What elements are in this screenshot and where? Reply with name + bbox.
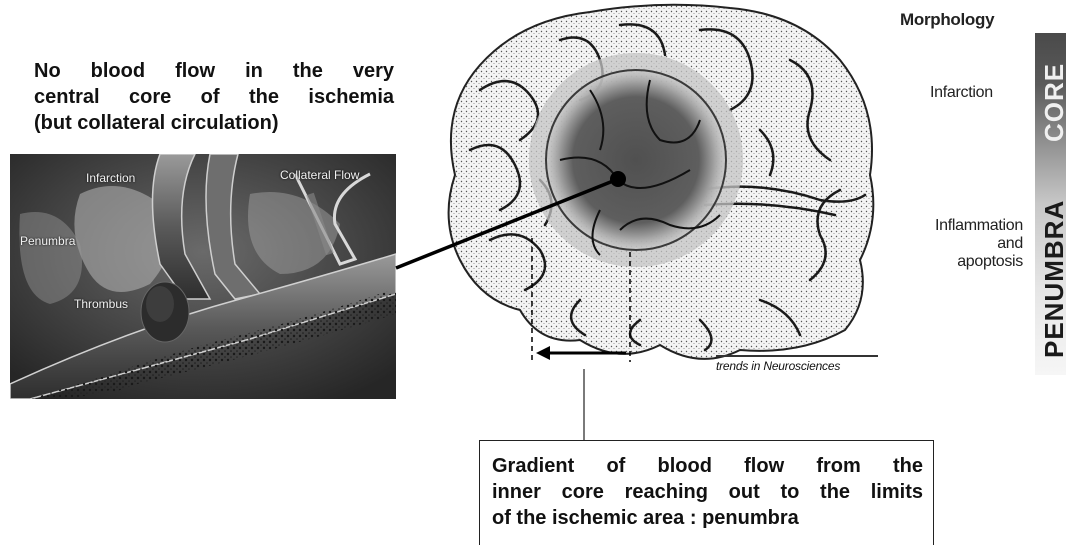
side-bar-core-label: CORE (1039, 63, 1068, 142)
ischemic-core (546, 70, 726, 250)
bottom-caption-line-2: inner core reaching out to the limits (492, 479, 923, 505)
bottom-caption-box: Gradient of blood flow from the inner co… (479, 440, 934, 545)
inflammation-label: Inflammation and apoptosis (895, 217, 1023, 271)
inflammation-line-3: apoptosis (895, 253, 1023, 271)
bottom-caption-line-3: of the ischemic area : penumbra (492, 505, 923, 531)
infarction-label: Infarction (930, 84, 993, 102)
side-bar-penumbra-label: PENUMBRA (1039, 200, 1068, 358)
inflammation-line-1: Inflammation (895, 217, 1023, 235)
bottom-caption-line-1: Gradient of blood flow from the (492, 453, 923, 479)
inflammation-line-2: and (895, 235, 1023, 253)
gradient-arrow-head (536, 346, 550, 360)
morphology-heading: Morphology (900, 10, 994, 30)
journal-credit: trends in Neurosciences (716, 355, 878, 373)
